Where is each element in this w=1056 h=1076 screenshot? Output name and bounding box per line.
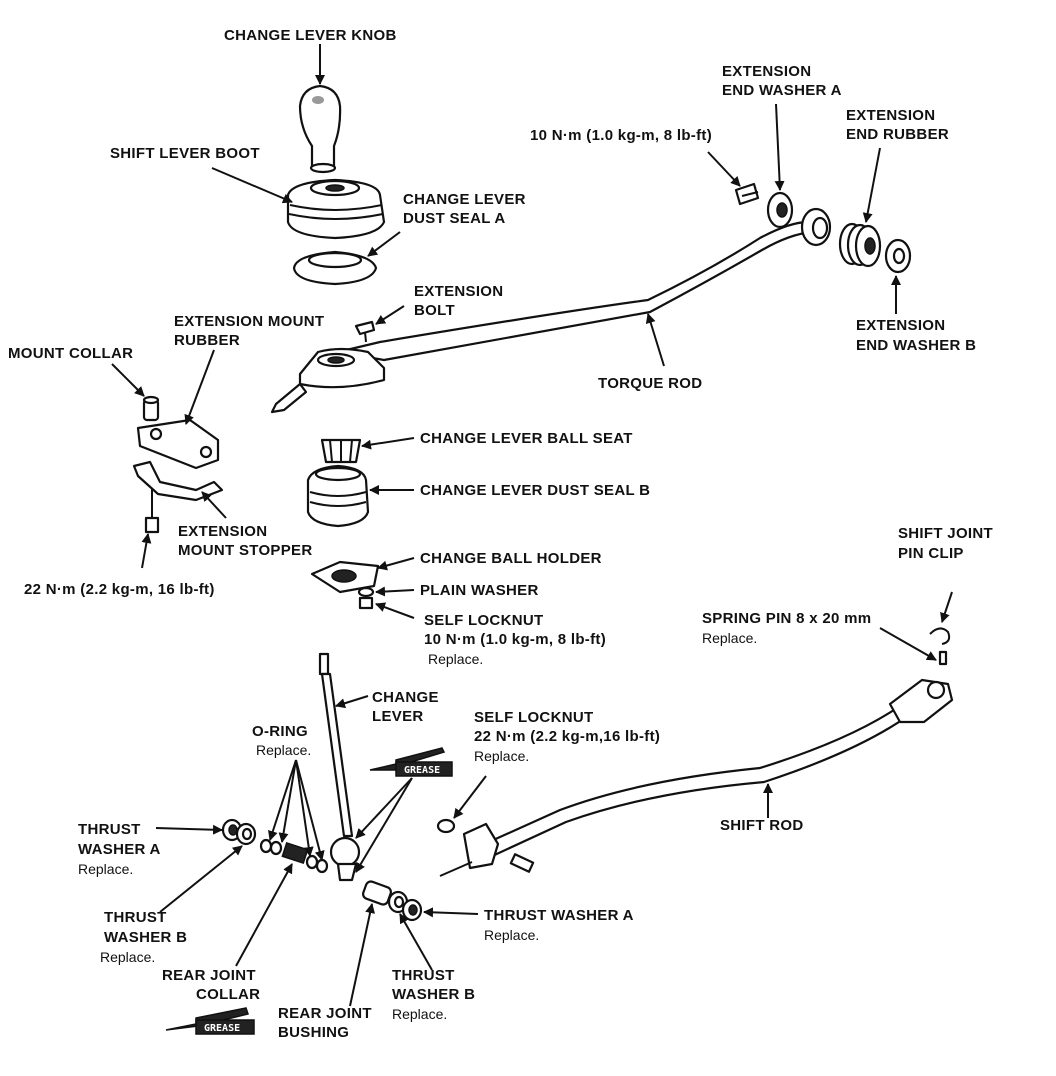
- grease-tube-part-lower: GREASE: [165, 1007, 255, 1035]
- label-ext-end-rubber-line1: EXTENSION: [846, 107, 935, 124]
- label-change-lever-knob: CHANGE LEVER KNOB: [224, 27, 397, 44]
- label-ext-mount-rubber-line1: EXTENSION MOUNT: [174, 313, 324, 330]
- extension-mount-stopper-part: [132, 460, 224, 502]
- extension-bolt-part: [354, 320, 376, 343]
- plain-washer-part: [357, 586, 375, 598]
- extension-end-bolt-part: [734, 182, 760, 206]
- label-shift-joint-pin-clip-line2: PIN CLIP: [898, 545, 964, 562]
- label-ext-end-washer-a-line1: EXTENSION: [722, 63, 811, 80]
- label-self-locknut2-replace: Replace.: [474, 748, 529, 764]
- label-change-lever-line2: LEVER: [372, 708, 424, 725]
- label-torque-rod: TORQUE ROD: [598, 375, 702, 392]
- rear-joint-bushing-part: [362, 880, 392, 906]
- label-rear-joint-bushing-line2: BUSHING: [278, 1024, 349, 1041]
- label-plain-washer: PLAIN WASHER: [420, 582, 539, 599]
- thrust-washer-b-left-part: [235, 822, 257, 846]
- label-dust-seal-b: CHANGE LEVER DUST SEAL B: [420, 482, 650, 499]
- label-thrust-washer-b-right-line1: THRUST: [392, 967, 455, 984]
- label-rear-joint-bushing-line1: REAR JOINT: [278, 1005, 372, 1022]
- change-ball-holder-part: [310, 560, 380, 594]
- label-ext-end-washer-b-line2: END WASHER B: [856, 337, 976, 354]
- label-ext-mount-stopper-line2: MOUNT STOPPER: [178, 542, 312, 559]
- dust-seal-a-part: [292, 250, 378, 286]
- label-self-locknut-replace: Replace.: [428, 651, 483, 667]
- label-thrust-washer-b-right-line2: WASHER B: [392, 986, 475, 1003]
- shift-rod-part: [439, 650, 954, 877]
- label-o-ring-replace: Replace.: [256, 742, 311, 758]
- shift-lever-boot-part: [286, 178, 386, 240]
- rear-joint-collar-part: [281, 841, 309, 865]
- label-self-locknut2-line1: SELF LOCKNUT: [474, 709, 593, 726]
- extension-mount-rubber-part: [136, 418, 220, 470]
- label-thrust-washer-b-left-line2: WASHER B: [104, 929, 187, 946]
- extension-end-rubber-part: [838, 222, 882, 268]
- label-ext-bolt-line1: EXTENSION: [414, 283, 503, 300]
- label-change-lever-line1: CHANGE: [372, 689, 439, 706]
- label-shift-joint-pin-clip-line1: SHIFT JOINT: [898, 525, 993, 542]
- label-thrust-washer-a-left-replace: Replace.: [78, 861, 133, 877]
- mount-bolt-part: [144, 488, 160, 534]
- grease-label-upper: GREASE: [404, 765, 440, 776]
- label-mount-collar: MOUNT COLLAR: [8, 345, 133, 362]
- label-shift-rod: SHIFT ROD: [720, 817, 804, 834]
- self-locknut-2-part: [436, 818, 456, 834]
- label-shift-lever-boot: SHIFT LEVER BOOT: [110, 145, 260, 162]
- label-self-locknut2-torque: 22 N·m (2.2 kg-m,16 lb-ft): [474, 728, 660, 745]
- change-lever-part: [318, 652, 361, 882]
- label-spring-pin-replace: Replace.: [702, 630, 757, 646]
- label-thrust-washer-a-left-line2: WASHER A: [78, 841, 161, 858]
- extension-end-washer-b-part: [884, 238, 912, 274]
- label-ext-end-washer-b-line1: EXTENSION: [856, 317, 945, 334]
- label-self-locknut-line1: SELF LOCKNUT: [424, 612, 543, 629]
- label-ext-end-rubber-line2: END RUBBER: [846, 126, 949, 143]
- label-rear-joint-collar-line2: COLLAR: [196, 986, 260, 1003]
- label-dust-seal-a-line2: DUST SEAL A: [403, 210, 505, 227]
- label-self-locknut-torque: 10 N·m (1.0 kg-m, 8 lb-ft): [424, 631, 606, 648]
- leader-lines: [111, 44, 953, 1007]
- thrust-washer-a-right-part: [401, 898, 423, 922]
- label-ball-seat: CHANGE LEVER BALL SEAT: [420, 430, 633, 447]
- ball-seat-part: [320, 438, 362, 464]
- label-ext-end-washer-a-line2: END WASHER A: [722, 82, 842, 99]
- label-torque-22-left: 22 N·m (2.2 kg-m, 16 lb-ft): [24, 581, 215, 598]
- label-change-ball-holder: CHANGE BALL HOLDER: [420, 550, 602, 567]
- label-thrust-washer-b-right-replace: Replace.: [392, 1006, 447, 1022]
- shift-joint-pin-clip-part: [929, 627, 951, 645]
- grease-label-lower: GREASE: [204, 1023, 240, 1034]
- extension-end-washer-a-part: [766, 191, 794, 229]
- label-rear-joint-collar-line1: REAR JOINT: [162, 967, 256, 984]
- dust-seal-b-part: [306, 464, 370, 528]
- label-o-ring: O-RING: [252, 723, 308, 740]
- label-thrust-washer-a-right: THRUST WASHER A: [484, 907, 634, 924]
- label-thrust-washer-b-left-replace: Replace.: [100, 949, 155, 965]
- label-ext-bolt-line2: BOLT: [414, 302, 455, 319]
- label-thrust-washer-a-left-line1: THRUST: [78, 821, 141, 838]
- mount-collar-part: [142, 395, 160, 422]
- grease-tube-part-upper: GREASE: [369, 747, 453, 777]
- change-lever-knob-part: [298, 84, 342, 174]
- label-thrust-washer-a-right-replace: Replace.: [484, 927, 539, 943]
- self-locknut-part: [358, 596, 374, 610]
- torque-rod-part: [270, 207, 832, 414]
- label-ext-mount-stopper-line1: EXTENSION: [178, 523, 267, 540]
- label-torque-10-top: 10 N·m (1.0 kg-m, 8 lb-ft): [530, 127, 712, 144]
- label-ext-mount-rubber-line2: RUBBER: [174, 332, 240, 349]
- label-dust-seal-a-line1: CHANGE LEVER: [403, 191, 526, 208]
- label-thrust-washer-b-left-line1: THRUST: [104, 909, 167, 926]
- label-spring-pin: SPRING PIN 8 x 20 mm: [702, 610, 871, 627]
